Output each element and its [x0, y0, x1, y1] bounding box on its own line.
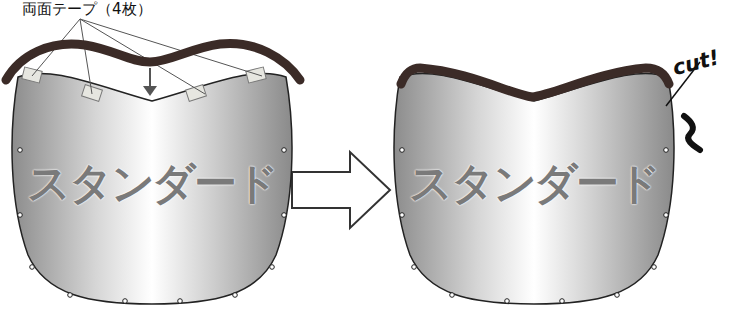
mount-hole — [400, 148, 405, 153]
mount-hole — [664, 148, 669, 153]
tape-piece — [82, 85, 103, 102]
mount-hole — [178, 299, 183, 304]
windscreen: スタンダード — [10, 55, 294, 307]
windscreen: スタンダード — [392, 55, 676, 307]
mount-hole — [560, 299, 565, 304]
panel-text: スタンダード — [392, 155, 676, 213]
leader-line — [80, 19, 205, 94]
down-arrow-head — [143, 86, 157, 96]
process-arrow — [292, 152, 390, 228]
mount-hole — [270, 265, 275, 270]
tape-piece — [246, 67, 266, 83]
mount-hole — [615, 293, 620, 298]
mount-hole — [282, 213, 287, 218]
mount-hole — [282, 148, 287, 153]
cut-piece — [684, 116, 700, 150]
mount-hole — [450, 293, 455, 298]
mount-hole — [412, 265, 417, 270]
leader-line — [32, 19, 80, 76]
mount-hole — [652, 265, 657, 270]
down-arrow — [149, 68, 151, 90]
mount-hole — [68, 293, 73, 298]
leader-line — [80, 19, 262, 76]
mount-hole — [18, 148, 23, 153]
mount-hole — [233, 293, 238, 298]
part-label: 両面テープ（4枚） — [22, 0, 152, 19]
cut-note: cut! — [670, 45, 721, 80]
screen-panel — [394, 73, 674, 304]
tape-piece — [186, 85, 207, 102]
screen-panel — [12, 73, 292, 304]
panel-text: スタンダード — [10, 155, 294, 213]
mount-hole — [18, 213, 23, 218]
mount-hole — [664, 213, 669, 218]
tape-piece — [22, 67, 42, 83]
mount-hole — [400, 213, 405, 218]
mount-hole — [505, 299, 510, 304]
mount-hole — [30, 265, 35, 270]
mount-hole — [123, 299, 128, 304]
